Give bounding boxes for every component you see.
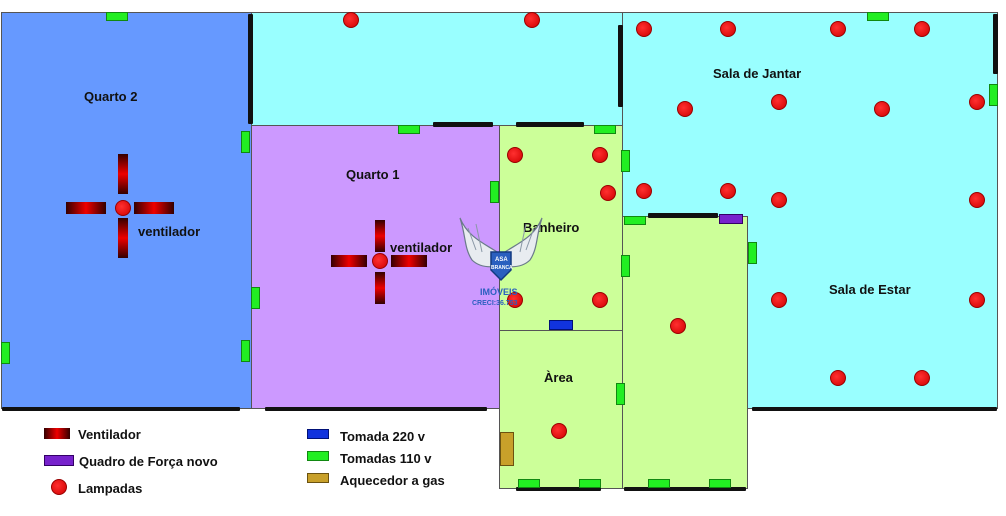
legend-outlet-110-swatch xyxy=(307,451,329,461)
legend-lamp-label: Lampadas xyxy=(78,481,143,496)
room-label-area: Àrea xyxy=(544,370,573,385)
outlet-110v-icon xyxy=(616,383,625,405)
outlet-110v-icon xyxy=(624,216,646,225)
brand-logo: ASA BRANCA IMÓVEIS CRECI:36.753 xyxy=(456,214,546,310)
wall-segment xyxy=(265,407,487,411)
legend-outlet-110-label: Tomadas 110 v xyxy=(340,451,432,466)
legend-heater-label: Aquecedor a gas xyxy=(340,473,445,488)
lamp-icon xyxy=(914,21,930,37)
lamp-icon xyxy=(507,292,523,308)
wall-segment xyxy=(2,407,240,411)
lamp-icon xyxy=(830,21,846,37)
outlet-110v-icon xyxy=(251,287,260,309)
room-label-sala-estar: Sala de Estar xyxy=(829,282,911,297)
outlet-110v-icon xyxy=(621,255,630,277)
lamp-icon xyxy=(636,21,652,37)
logo-badge-line2: BRANCA xyxy=(491,265,513,271)
outlet-110v-icon xyxy=(241,340,250,362)
ceiling-fan-icon xyxy=(331,220,427,304)
lamp-icon xyxy=(771,192,787,208)
outlet-110v-icon xyxy=(1,342,10,364)
lamp-icon xyxy=(969,192,985,208)
lamp-icon xyxy=(551,423,567,439)
outlet-110v-icon xyxy=(621,150,630,172)
fan-label: ventilador xyxy=(138,224,201,239)
legend-fan-label: Ventilador xyxy=(78,427,141,442)
wall-segment xyxy=(624,487,746,491)
outlet-110v-icon xyxy=(989,84,998,106)
outlet-110v-icon xyxy=(648,479,670,488)
lamp-icon xyxy=(507,147,523,163)
outlet-110v-icon xyxy=(709,479,731,488)
legend-heater-swatch xyxy=(307,473,329,483)
lamp-icon xyxy=(830,370,846,386)
room-label-sala-jantar: Sala de Jantar xyxy=(713,66,802,81)
room-area xyxy=(499,330,623,489)
room-corridor xyxy=(251,12,623,126)
ceiling-fan-icon xyxy=(66,154,174,258)
legend-fan-swatch xyxy=(44,428,70,439)
legend-outlet-220-label: Tomada 220 v xyxy=(340,429,426,444)
lamp-icon xyxy=(771,94,787,110)
logo-brand: IMÓVEIS xyxy=(480,287,518,297)
outlet-110v-icon xyxy=(579,479,601,488)
lamp-icon xyxy=(969,292,985,308)
wall-segment xyxy=(433,122,493,127)
outlet-110v-icon xyxy=(748,242,757,264)
lamp-icon xyxy=(670,318,686,334)
gas-heater-icon xyxy=(500,432,514,466)
lamp-icon xyxy=(636,183,652,199)
lamp-icon xyxy=(914,370,930,386)
legend-outlet-220-swatch xyxy=(307,429,329,439)
outlet-110v-icon xyxy=(490,181,499,203)
outlet-110v-icon xyxy=(867,12,889,21)
wall-segment xyxy=(752,407,997,411)
wall-segment xyxy=(248,14,253,124)
lamp-icon xyxy=(969,94,985,110)
room-label-quarto-2: Quarto 2 xyxy=(84,89,138,104)
wall-segment xyxy=(516,122,584,127)
lamp-icon xyxy=(874,101,890,117)
lamp-icon xyxy=(720,21,736,37)
legend-panel-label: Quadro de Força novo xyxy=(79,454,218,469)
logo-badge-line1: ASA xyxy=(495,257,508,263)
outlet-220v-icon xyxy=(549,320,573,330)
room-kitchen xyxy=(622,216,748,489)
legend-lamp-swatch xyxy=(51,479,67,495)
lamp-icon xyxy=(343,12,359,28)
outlet-110v-icon xyxy=(241,131,250,153)
fan-label: ventilador xyxy=(390,240,453,255)
wall-segment xyxy=(993,14,998,74)
legend-panel-swatch xyxy=(44,455,74,466)
wall-segment xyxy=(618,25,623,107)
electrical-panel-icon xyxy=(719,214,743,224)
logo-creci: CRECI:36.753 xyxy=(472,300,518,307)
lamp-icon xyxy=(592,292,608,308)
room-label-quarto-1: Quarto 1 xyxy=(346,167,400,182)
lamp-icon xyxy=(720,183,736,199)
wall-segment xyxy=(516,487,601,491)
wings-icon xyxy=(459,217,543,282)
wall-segment xyxy=(648,213,718,218)
outlet-110v-icon xyxy=(518,479,540,488)
lamp-icon xyxy=(524,12,540,28)
lamp-icon xyxy=(771,292,787,308)
lamp-icon xyxy=(592,147,608,163)
outlet-110v-icon xyxy=(594,125,616,134)
lamp-icon xyxy=(600,185,616,201)
outlet-110v-icon xyxy=(398,125,420,134)
lamp-icon xyxy=(677,101,693,117)
outlet-110v-icon xyxy=(106,12,128,21)
